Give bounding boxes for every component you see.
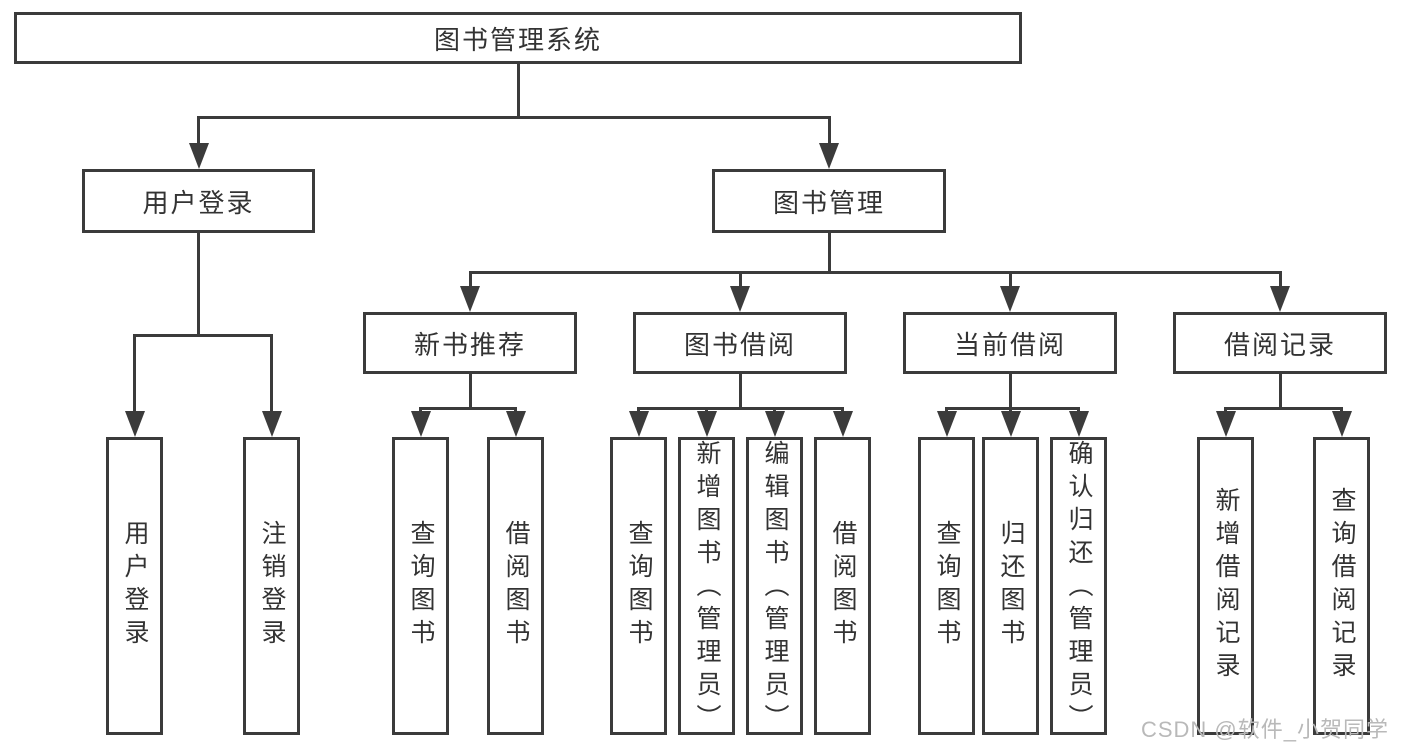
connector-arrow-stem [738, 272, 742, 290]
node-new-book-recommend: 新书推荐 [363, 312, 577, 374]
node-user-login: 用户登录 [82, 169, 315, 233]
connector-vline [197, 233, 200, 337]
connector-arrow-stem [1278, 272, 1282, 290]
arrow-down-icon [936, 411, 957, 437]
connector-arrow-stem [133, 335, 136, 415]
connector-arrow-stem [827, 117, 831, 147]
node-book-management: 图书管理 [712, 169, 946, 233]
connector-vline [1008, 374, 1012, 410]
leaf-return-books: 归还图书 [982, 437, 1039, 735]
connector-hline [945, 406, 1080, 410]
arrow-down-icon [628, 411, 649, 437]
connector-arrow-stem [197, 117, 200, 147]
connector-arrow-stem [270, 335, 273, 415]
connector-arrow-stem [468, 272, 472, 290]
arrow-down-icon [1068, 411, 1089, 437]
arrow-down-icon [832, 411, 853, 437]
leaf-add-books-admin: 新增图书（管理员） [678, 437, 735, 737]
arrow-down-icon [764, 411, 785, 437]
connector-vline [827, 233, 831, 274]
arrow-down-icon [730, 286, 750, 312]
connector-vline [468, 374, 472, 410]
arrow-down-icon [410, 411, 431, 437]
leaf-user-login: 用户登录 [106, 437, 163, 735]
arrow-down-icon [505, 411, 526, 437]
arrow-down-icon [1331, 411, 1352, 437]
leaf-add-borrow-record: 新增借阅记录 [1197, 437, 1254, 735]
arrow-down-icon [460, 286, 480, 312]
arrow-down-icon [1000, 411, 1021, 437]
arrow-down-icon [1000, 286, 1020, 312]
arrow-down-icon [1215, 411, 1236, 437]
leaf-query-books-recommend: 查询图书 [392, 437, 449, 735]
arrow-down-icon [819, 143, 839, 169]
leaf-borrow-books-borrowing: 借阅图书 [814, 437, 871, 735]
leaf-logout: 注销登录 [243, 437, 300, 735]
arrow-down-icon [124, 411, 145, 437]
leaf-edit-books-admin: 编辑图书（管理员） [746, 437, 803, 737]
leaf-query-borrow-record: 查询借阅记录 [1313, 437, 1370, 735]
connector-hline [1224, 406, 1343, 410]
arrow-down-icon [188, 143, 209, 169]
arrow-down-icon [1270, 286, 1290, 312]
leaf-borrow-books-recommend: 借阅图书 [487, 437, 544, 735]
leaf-query-books-borrowing: 查询图书 [610, 437, 667, 735]
connector-hline [468, 270, 1282, 274]
arrow-down-icon [261, 411, 282, 437]
leaf-confirm-return-admin: 确认归还（管理员） [1050, 437, 1107, 737]
node-library-management-system: 图书管理系统 [14, 12, 1022, 64]
connector-hline [133, 333, 273, 337]
leaf-query-books-current: 查询图书 [918, 437, 975, 735]
arrow-down-icon [696, 411, 717, 437]
connector-vline [516, 62, 520, 119]
csdn-watermark: CSDN @软件_小贺同学 [1140, 717, 1389, 742]
connector-hline [419, 406, 517, 410]
node-borrowing-records: 借阅记录 [1173, 312, 1387, 374]
node-current-borrowing: 当前借阅 [903, 312, 1117, 374]
connector-vline [1278, 374, 1282, 410]
connector-hline [197, 115, 831, 119]
connector-vline [738, 374, 742, 410]
node-book-borrowing: 图书借阅 [633, 312, 847, 374]
connector-arrow-stem [1008, 272, 1012, 290]
